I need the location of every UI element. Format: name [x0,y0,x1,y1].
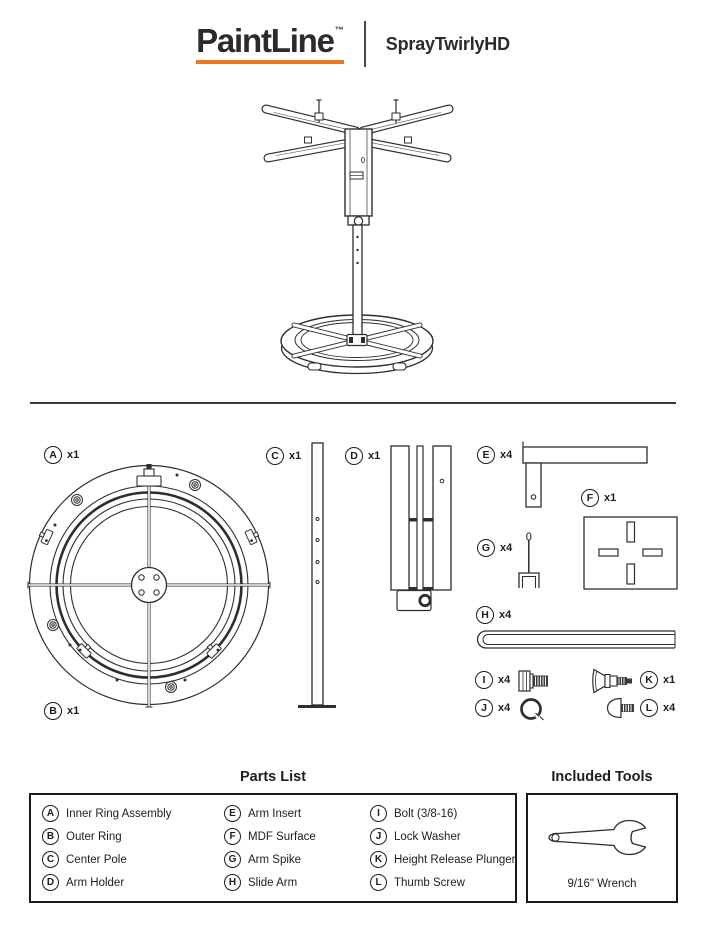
section-divider [30,402,676,404]
part-badge-K: K [640,671,658,689]
header-divider [363,21,366,67]
included-tools-box: 9/16" Wrench [526,793,678,903]
thumb-screw-icon [606,697,634,719]
header: PaintLine ™ SprayTwirlyHD [0,16,706,72]
height-release-plunger-icon [592,668,632,694]
ring-assembly-drawing [27,464,271,708]
trademark-symbol: ™ [334,25,344,35]
included-tools-title: Included Tools [551,769,653,785]
part-badge-I: I [475,671,493,689]
part-badge-L: L [640,699,658,717]
parts-list-title: Parts List [239,769,307,785]
part-badge-C: C [266,447,284,465]
part-badge-F: F [581,489,599,507]
brand-logo: PaintLine ™ [196,24,344,64]
bolt-icon [518,670,548,692]
part-badge-H: H [476,606,494,624]
part-badge-G: G [477,539,495,557]
brand-underline [196,60,344,64]
part-badge-E: E [477,446,495,464]
wrench-icon [545,815,658,866]
arm-holder-drawing [390,445,452,612]
lock-washer-icon [520,698,545,722]
part-badge-B: B [44,702,62,720]
part-badge-A: A [44,446,62,464]
center-pole-drawing [298,442,336,708]
arm-spike-drawing [518,532,540,588]
part-badge-J: J [475,699,493,717]
assembled-product-drawing [261,99,454,375]
tool-label: 9/16" Wrench [567,878,637,890]
brand-name: PaintLine [196,22,335,59]
slide-arm-drawing [476,630,676,649]
arm-insert-drawing [522,441,648,508]
part-badge-D: D [345,447,363,465]
mdf-surface-drawing [583,516,678,590]
product-name: SprayTwirlyHD [385,33,510,54]
